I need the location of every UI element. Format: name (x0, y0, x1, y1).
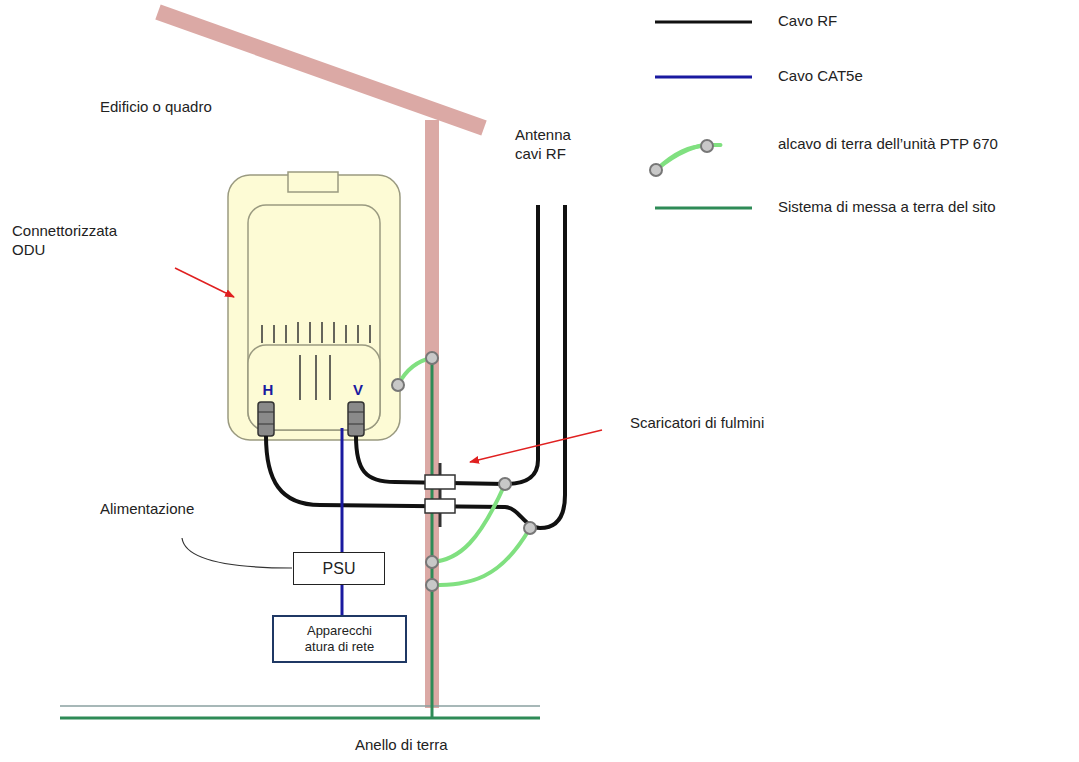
ground-cables (398, 358, 530, 585)
cat5e-cable (341, 428, 344, 552)
site-ground (431, 358, 434, 718)
box-label: PSU (323, 559, 356, 578)
antenna-label: Antenna cavi RF (515, 126, 587, 164)
legend-text: alcavo di terra dell’unità PTP 670 (778, 135, 998, 154)
legend-samples (650, 22, 752, 208)
building-label: Edificio o quadro (100, 98, 290, 117)
power-label: Alimentazione (100, 500, 230, 519)
pin-label: H (258, 381, 278, 399)
legend-text: Sistema di messa a terra del sito (778, 198, 996, 217)
ground-line (60, 705, 540, 707)
arrester-label: Scaricatori di fulmini (630, 414, 850, 433)
pin-label: V (348, 381, 368, 399)
legend-text: Cavo RF (778, 12, 837, 31)
power-lead (182, 538, 292, 568)
lightning-arresters (425, 463, 455, 527)
odu-label: Connettorizzata ODU (12, 222, 137, 260)
callout-arrow (470, 430, 602, 462)
cat5e-cable (341, 585, 344, 615)
network-box: Apparecchi atura di rete (272, 615, 407, 663)
ground-ring-label: Anello di terra (355, 736, 495, 755)
callout-arrow (175, 268, 234, 297)
odu-unit: HV (228, 175, 400, 440)
box-label: Apparecchi atura di rete (294, 623, 385, 654)
odu (228, 172, 400, 440)
psu-box: PSU (293, 552, 385, 585)
legend-text: Cavo CAT5e (778, 67, 863, 86)
ground-ring (60, 717, 540, 720)
ground-lugs (392, 352, 536, 591)
rf-cables (266, 205, 565, 528)
